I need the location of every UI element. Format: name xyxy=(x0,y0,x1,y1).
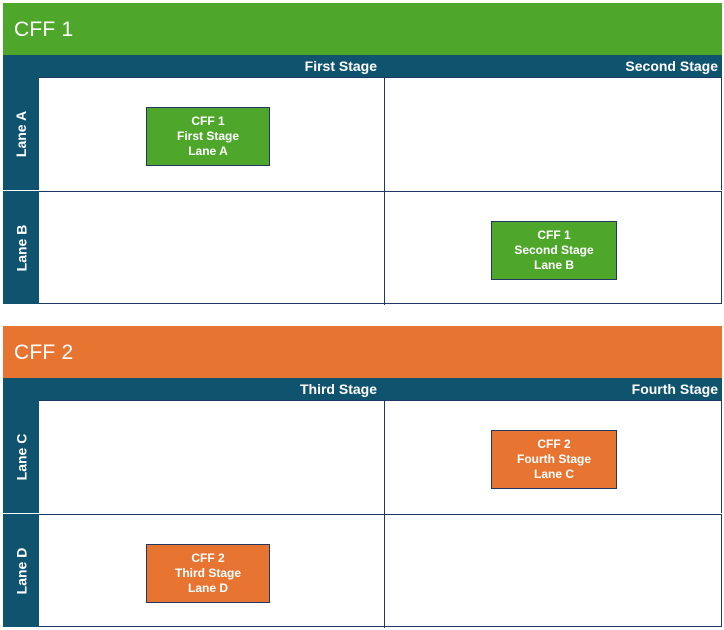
lane-label-text: Lane B xyxy=(13,224,29,271)
stage-header-label: Second Stage xyxy=(625,58,718,74)
stage-header-cell-1: Third Stage xyxy=(3,378,381,400)
task-box-line: CFF 2 xyxy=(191,551,225,565)
stage-header-separator xyxy=(381,55,384,77)
stage-header-cell-2: Fourth Stage xyxy=(384,378,722,400)
lane-label-lane-d: Lane D xyxy=(3,514,39,627)
lane-label-text: Lane C xyxy=(13,433,29,480)
task-box-line: CFF 1 xyxy=(537,228,571,242)
task-box-line: Lane D xyxy=(187,581,228,595)
stage-header-separator xyxy=(381,378,384,400)
lane-stage-divider xyxy=(384,401,385,514)
lane-stage-divider xyxy=(384,78,385,191)
task-box-line: Lane B xyxy=(533,258,574,272)
lane-label-text: Lane A xyxy=(13,110,29,157)
task-box-line: CFF 2 xyxy=(537,437,571,451)
task-box-line: Fourth Stage xyxy=(517,452,591,466)
stage-header-row: First Stage Second Stage xyxy=(3,55,722,77)
task-box-line: First Stage xyxy=(176,129,239,143)
lane-label-lane-c: Lane C xyxy=(3,400,39,513)
pool-title-label: CFF 2 xyxy=(14,340,74,364)
task-box-line: Second Stage xyxy=(514,243,594,257)
lane-stage-divider xyxy=(384,515,385,628)
lane-label-text: Lane D xyxy=(13,547,29,594)
stage-header-row: Third Stage Fourth Stage xyxy=(3,378,722,400)
stage-header-label: Third Stage xyxy=(299,381,377,397)
lane-label-lane-b: Lane B xyxy=(3,191,39,304)
pool-title-label: CFF 1 xyxy=(14,17,74,41)
stage-header-cell-1: First Stage xyxy=(3,55,381,77)
task-box-line: Lane C xyxy=(533,467,574,481)
stage-header-label: Fourth Stage xyxy=(631,381,718,397)
task-box-line: CFF 1 xyxy=(191,114,225,128)
pool-title-bar: CFF 2 xyxy=(3,326,722,378)
lane-label-lane-a: Lane A xyxy=(3,77,39,190)
lane-stage-divider xyxy=(384,192,385,305)
task-box-line: Third Stage xyxy=(174,566,241,580)
pool-title-bar: CFF 1 xyxy=(3,3,722,55)
stage-header-cell-2: Second Stage xyxy=(384,55,722,77)
task-box-line: Lane A xyxy=(188,144,228,158)
stage-header-label: First Stage xyxy=(304,58,377,74)
